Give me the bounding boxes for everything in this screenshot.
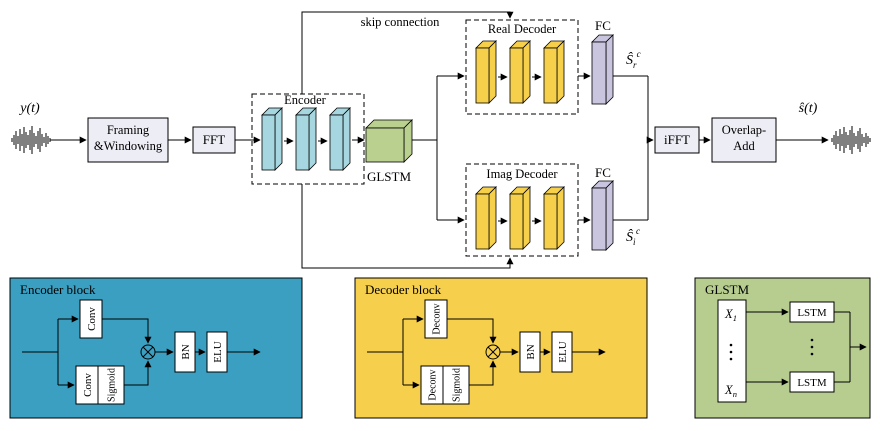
- sigmoid-label: Sigmoid: [107, 368, 118, 402]
- fc-real-label: FC: [595, 18, 611, 33]
- fft-label: FFT: [203, 132, 225, 147]
- imag-output-label: Ŝic: [626, 226, 640, 247]
- real-decoder-unit-2: [509, 40, 531, 104]
- sigmoid-box: [442, 365, 470, 405]
- input-waveform-icon: [11, 126, 51, 154]
- flow-arrow: [447, 318, 497, 344]
- input-signal-label: y(t): [18, 101, 40, 116]
- glstm-label: GLSTM: [367, 169, 412, 184]
- overlap-add-box: Overlap- Add: [711, 117, 777, 163]
- x-last-label: Xn: [724, 383, 737, 399]
- encoder-title: Encoder: [284, 93, 326, 107]
- encoder-conv-unit-3: [329, 107, 351, 171]
- real-decoder-unit-1: [475, 40, 497, 104]
- encoder-conv-unit-1: [261, 107, 283, 171]
- fft-box: FFT: [192, 126, 236, 154]
- flow-arrow: [469, 360, 497, 386]
- vertical-dots-icon: [729, 343, 733, 361]
- real-decoder-dashed-box: [465, 19, 579, 115]
- glstm-panel-title: GLSTM: [705, 282, 750, 297]
- output-signal-label: ŝ(t): [799, 101, 818, 116]
- encoder-block-title: Encoder block: [20, 282, 96, 297]
- imag-decoder-unit-3: [543, 186, 565, 250]
- overlap-label-line2: Add: [733, 139, 755, 153]
- real-decoder-unit-3: [543, 40, 565, 104]
- framing-windowing-box: Framing &Windowing: [87, 117, 169, 163]
- x-stack-box: [717, 299, 747, 403]
- deconv-top-label: Deconv: [432, 303, 443, 334]
- decoder-block-title: Decoder block: [365, 282, 442, 297]
- fc-real-unit: [591, 34, 614, 105]
- x-first-label: X1: [724, 307, 737, 323]
- framing-label-line2: &Windowing: [94, 139, 163, 153]
- bn-label: BN: [180, 344, 192, 359]
- elu-label: ELU: [557, 341, 569, 362]
- conv-top-label: Conv: [86, 307, 98, 331]
- decoder-block-panel: Decoder block Deconv Deconv Sigmoid BN E…: [354, 277, 648, 419]
- skip-connection-bottom-path: [301, 184, 514, 269]
- ifft-box: iFFT: [654, 126, 700, 154]
- vertical-dots-icon: [810, 338, 814, 356]
- skip-connection-label: skip connection: [361, 15, 441, 29]
- real-decoder-title: Real Decoder: [488, 22, 557, 36]
- deconv-bottom-label: Deconv: [428, 369, 439, 400]
- real-output-label: Ŝrc: [626, 49, 641, 70]
- imag-decoder-title: Imag Decoder: [486, 167, 558, 181]
- fc-imag-label: FC: [595, 165, 611, 180]
- skip-connection-top-path: [301, 11, 514, 94]
- encoder-conv-unit-2: [295, 107, 317, 171]
- bn-label: BN: [525, 344, 537, 359]
- encoder-block-panel: Encoder block Conv Conv Sigmoid BN ELU: [9, 277, 303, 419]
- fc-imag-unit: [591, 180, 614, 251]
- conv-bottom-label: Conv: [82, 373, 94, 397]
- lstm-bottom-label: LSTM: [797, 377, 827, 389]
- lstm-top-label: LSTM: [797, 307, 827, 319]
- sigmoid-box: [97, 365, 125, 405]
- flow-arrow: [124, 360, 152, 386]
- elu-label: ELU: [212, 341, 224, 362]
- ifft-label: iFFT: [664, 132, 690, 147]
- sigmoid-label: Sigmoid: [452, 368, 463, 402]
- glstm-cube: [365, 119, 413, 163]
- imag-decoder-unit-1: [475, 186, 497, 250]
- imag-decoder-dashed-box: [465, 163, 579, 257]
- imag-decoder-unit-2: [509, 186, 531, 250]
- flow-arrow: [102, 318, 152, 344]
- overlap-label-line1: Overlap-: [722, 123, 766, 137]
- framing-label-line1: Framing: [107, 123, 150, 137]
- output-waveform-icon: [831, 126, 871, 154]
- glstm-panel: GLSTM X1 Xn LSTM LSTM: [694, 277, 871, 419]
